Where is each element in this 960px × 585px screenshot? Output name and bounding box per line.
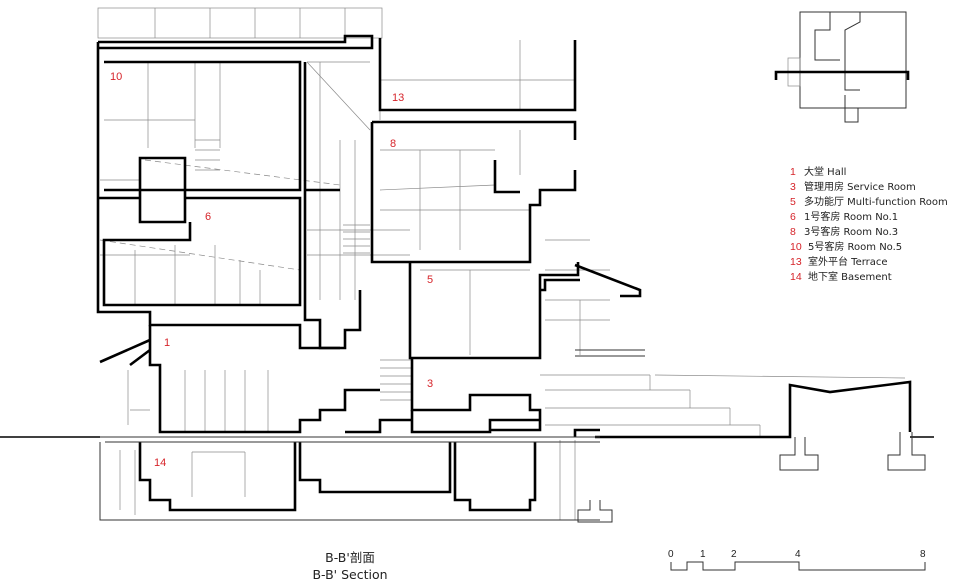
room-label-3: 3 — [427, 378, 433, 390]
legend-item: 10 5号客房 Room No.5 — [790, 240, 902, 253]
legend-item: 8 3号客房 Room No.3 — [790, 225, 898, 238]
ground-line — [0, 349, 934, 523]
section-title-en: B-B' Section — [312, 567, 388, 582]
svg-text:室外平台 Terrace: 室外平台 Terrace — [808, 255, 888, 268]
svg-text:3: 3 — [790, 181, 796, 193]
legend-item: 13 室外平台 Terrace — [790, 255, 888, 268]
legend-item: 6 1号客房 Room No.1 — [790, 210, 898, 223]
svg-text:1: 1 — [790, 166, 796, 178]
legend-item: 14 地下室 Basement — [790, 270, 892, 283]
section-title-cn: B-B'剖面 — [325, 550, 375, 565]
svg-text:多功能厅 Multi-function Room: 多功能厅 Multi-function Room — [804, 195, 948, 208]
room-label-8: 8 — [390, 138, 396, 150]
legend-item: 1 大堂 Hall — [790, 165, 846, 178]
svg-text:1号客房 Room No.1: 1号客房 Room No.1 — [804, 210, 898, 223]
scale-tick-label: 1 — [700, 549, 706, 560]
svg-text:大堂 Hall: 大堂 Hall — [804, 165, 846, 178]
svg-text:3号客房 Room No.3: 3号客房 Room No.3 — [804, 225, 898, 238]
room-label-14: 14 — [154, 457, 166, 469]
room-label-5: 5 — [427, 274, 433, 286]
legend-item: 5 多功能厅 Multi-function Room — [790, 195, 948, 208]
legend: 1 大堂 Hall 3 管理用房 Service Room 5 多功能厅 Mul… — [790, 165, 948, 283]
scale-bar: 0 1 2 4 8 — [668, 549, 926, 571]
svg-text:13: 13 — [790, 256, 802, 268]
scale-tick-label: 4 — [795, 549, 801, 560]
legend-item: 3 管理用房 Service Room — [790, 180, 916, 193]
scale-tick-label: 0 — [668, 549, 674, 560]
room-labels: 10 13 8 6 5 1 3 14 — [110, 71, 433, 469]
room-label-13: 13 — [392, 92, 404, 104]
room-label-10: 10 — [110, 71, 122, 83]
svg-text:地下室 Basement: 地下室 Basement — [808, 270, 892, 283]
svg-text:5: 5 — [790, 196, 796, 208]
svg-text:5号客房 Room No.5: 5号客房 Room No.5 — [808, 240, 902, 253]
cut-lines — [96, 34, 912, 512]
svg-text:8: 8 — [790, 226, 796, 238]
room-label-1: 1 — [164, 337, 170, 349]
elevation-lines — [97, 7, 906, 520]
scale-tick-label: 2 — [731, 549, 737, 560]
key-plan — [774, 11, 910, 123]
svg-text:6: 6 — [790, 211, 796, 223]
svg-text:10: 10 — [790, 241, 802, 253]
svg-text:管理用房 Service Room: 管理用房 Service Room — [804, 180, 916, 193]
svg-text:14: 14 — [790, 271, 802, 283]
room-label-6: 6 — [205, 211, 211, 223]
scale-tick-label: 8 — [920, 549, 926, 560]
